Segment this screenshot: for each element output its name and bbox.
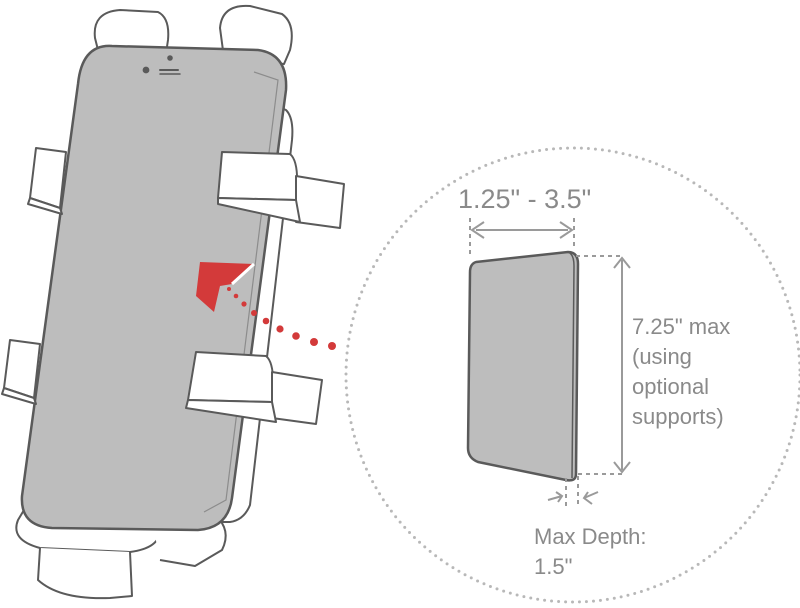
red-dotted-connector xyxy=(227,287,336,350)
depth-dimension xyxy=(547,476,599,510)
left-grip-arms xyxy=(1,147,67,405)
width-range-label: 1.25" - 3.5" xyxy=(458,184,591,214)
height-label-line-4: supports) xyxy=(632,404,724,429)
height-max-label: 7.25" max (using optional supports) xyxy=(632,314,736,429)
red-chevron-arrow-icon xyxy=(196,262,256,312)
depth-label-line-2: 1.5" xyxy=(534,554,572,579)
phone-earpiece xyxy=(142,55,181,75)
depth-max-label: Max Depth: 1.5" xyxy=(534,524,653,579)
depth-label-line-1: Max Depth: xyxy=(534,524,647,549)
magnify-dotted-circle xyxy=(344,146,800,604)
height-dimension xyxy=(576,255,631,475)
height-label-line-1: 7.25" max xyxy=(632,314,730,339)
phone-cradle-illustration xyxy=(1,4,345,600)
height-label-line-2: (using xyxy=(632,344,692,369)
width-dimension xyxy=(469,218,575,258)
height-label-line-3: optional xyxy=(632,374,709,399)
right-grip-arms xyxy=(185,151,345,425)
device-outline-icon xyxy=(466,250,580,482)
